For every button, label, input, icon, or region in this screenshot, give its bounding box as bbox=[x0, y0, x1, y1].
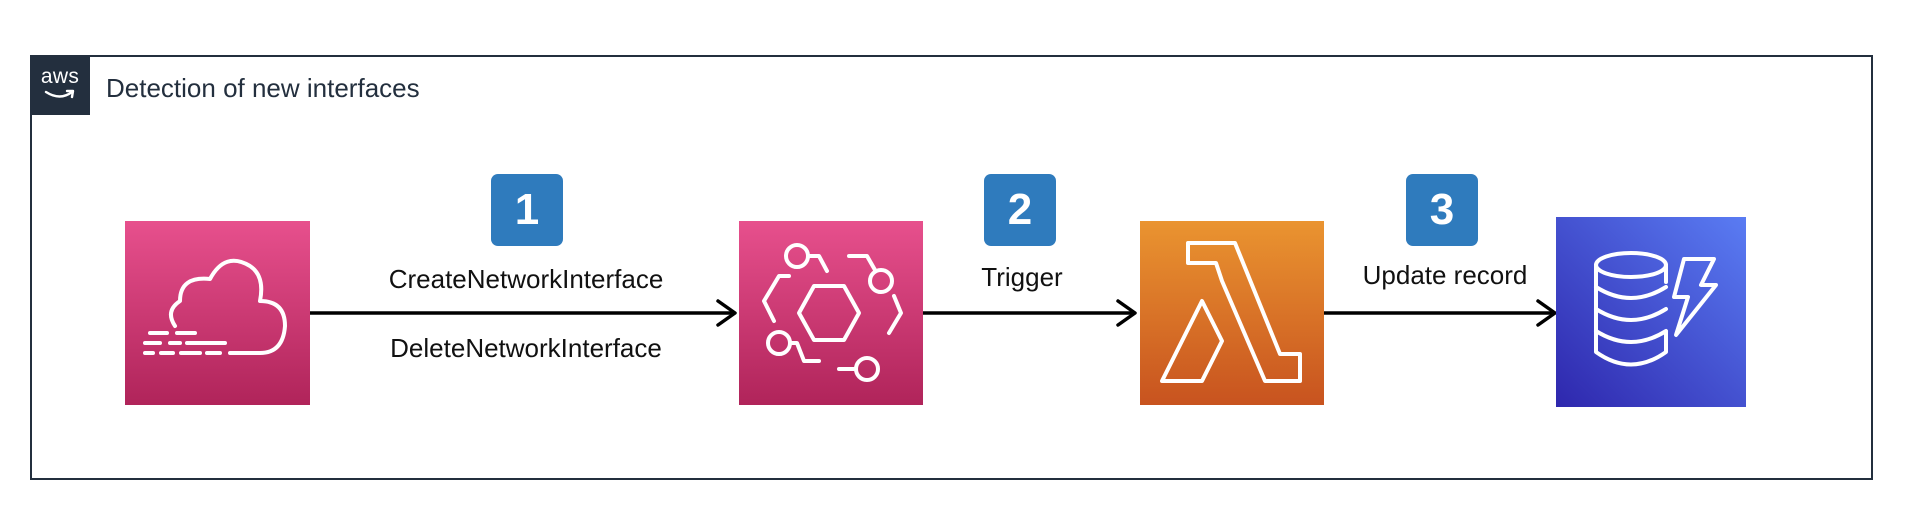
arrow-lambda-to-dynamodb bbox=[1324, 299, 1557, 327]
edge-label-delete-network-interface: DeleteNetworkInterface bbox=[390, 333, 662, 363]
aws-logo: aws bbox=[30, 55, 90, 115]
dynamodb-node[interactable] bbox=[1556, 217, 1746, 407]
edge-label-trigger: Trigger bbox=[981, 262, 1063, 292]
aws-smile-icon bbox=[44, 89, 75, 99]
lambda-icon bbox=[1140, 221, 1324, 405]
edge-label-create-network-interface: CreateNetworkInterface bbox=[388, 264, 664, 294]
group-title: Detection of new interfaces bbox=[106, 73, 420, 103]
cloudtrail-node[interactable] bbox=[125, 221, 310, 405]
arrow-cloudtrail-to-eventbridge bbox=[310, 299, 737, 327]
step-badge-2: 2 bbox=[984, 174, 1056, 246]
cloudtrail-icon bbox=[125, 221, 310, 405]
group-frame bbox=[30, 55, 1873, 480]
lambda-node[interactable] bbox=[1140, 221, 1324, 405]
eventbridge-icon bbox=[739, 221, 923, 405]
step-badge-3: 3 bbox=[1406, 174, 1478, 246]
step-badge-1: 1 bbox=[491, 174, 563, 246]
dynamodb-icon bbox=[1556, 217, 1746, 407]
aws-logo-text: aws bbox=[40, 65, 80, 88]
arrow-eventbridge-to-lambda bbox=[923, 299, 1137, 327]
edge-label-update-record: Update record bbox=[1362, 260, 1528, 290]
eventbridge-node[interactable] bbox=[739, 221, 923, 405]
